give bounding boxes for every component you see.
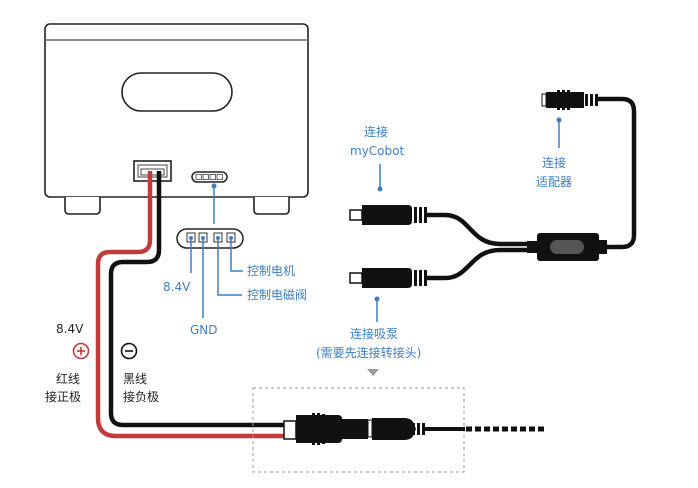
dc-female-plug (283, 413, 373, 445)
red-wire-annotation: 8.4V 红线 接正极 (45, 322, 90, 404)
adapter-label-line1: 连接 (542, 155, 566, 170)
adapter-annotation: 连接 适配器 (536, 117, 572, 189)
adapter-label-line2: 适配器 (536, 175, 572, 189)
pin-label-motor: 控制电机 (247, 264, 295, 278)
pinout-callout: 8.4V GND 控制电磁阀 控制电机 (163, 183, 307, 337)
pin-line-motor (230, 238, 243, 272)
pin-label-solenoid: 控制电磁阀 (247, 287, 307, 302)
dc-male-plug (372, 418, 465, 440)
inline-switch (527, 233, 607, 261)
pump-plug (349, 268, 427, 288)
battery-foot-right (253, 197, 290, 215)
voltage-label: 8.4V (56, 322, 84, 336)
pin-line-solenoid (217, 238, 242, 296)
pump-label-line2: (需要先连接转接头) (316, 345, 421, 360)
mycobot-label-line2: myCobot (350, 144, 404, 158)
battery-foot-left (64, 197, 101, 215)
black-wire-label: 黑线 (123, 372, 147, 386)
pump-label-line1: 连接吸泵 (350, 326, 398, 341)
battery-box (44, 23, 309, 215)
battery-handle (121, 72, 233, 112)
pump-annotation: 连接吸泵 (需要先连接转接头) (316, 296, 421, 360)
power-port (133, 160, 172, 182)
minus-circle-icon (120, 342, 138, 360)
mycobot-label-line1: 连接 (364, 124, 388, 139)
pin-label-gnd: GND (190, 323, 218, 337)
mycobot-annotation: 连接 myCobot (350, 124, 404, 192)
down-arrow-icon (367, 369, 379, 376)
red-wire (95, 171, 288, 439)
signal-port (191, 171, 228, 183)
red-wire-positive-label: 接正极 (45, 389, 81, 404)
adapter-plug (541, 90, 598, 110)
pin-label-8v4: 8.4V (163, 280, 191, 294)
mycobot-plug (349, 205, 427, 225)
black-wire (108, 171, 288, 428)
black-wire-negative-label: 接负极 (123, 389, 159, 404)
plus-circle-icon (72, 342, 90, 360)
y-splitter-cable (349, 90, 637, 288)
black-wire-annotation: 黑线 接负极 (120, 342, 159, 404)
red-wire-label: 红线 (56, 371, 80, 386)
